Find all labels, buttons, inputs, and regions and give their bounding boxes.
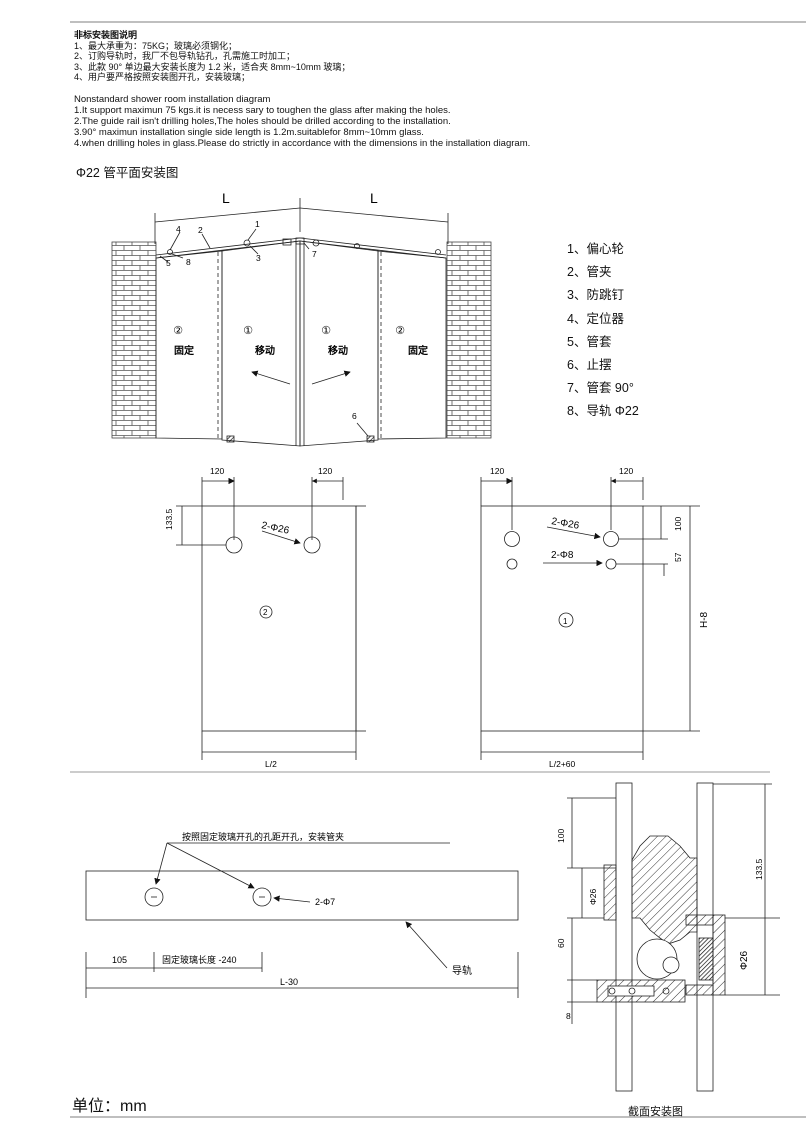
- svg-text:①: ①: [243, 325, 253, 337]
- svg-text:120: 120: [619, 466, 633, 476]
- section-labels: 100 Φ26 60 8 133.5 Φ26: [556, 829, 764, 1021]
- dim-line-right: [299, 207, 449, 223]
- notes-cn-line: 3、此款 90° 单边最大安装长度为 1.2 米，适合夹 8mm~10mm 玻璃…: [74, 61, 351, 72]
- svg-text:1: 1: [255, 219, 260, 229]
- moving-panel-labels: 120 120 100 57 2-Φ26 2-Φ8 1 H-8 L/2+60: [490, 466, 710, 769]
- svg-text:133.5: 133.5: [164, 508, 174, 530]
- svg-text:2: 2: [263, 608, 268, 617]
- right-moving-panel: [299, 240, 379, 447]
- parts-legend: 1、偏心轮 2、管夹 3、防跳钉 4、定位器 5、管套 6、止摆 7、管套 90…: [567, 238, 639, 424]
- svg-text:2-Φ8: 2-Φ8: [551, 550, 574, 561]
- svg-text:1: 1: [563, 617, 568, 626]
- plan-subtitle: Φ22 管平面安装图: [76, 166, 179, 180]
- dim-L-right: L: [370, 190, 378, 206]
- legend-item: 3、防跳钉: [567, 288, 624, 303]
- legend-item: 7、管套 90°: [567, 381, 634, 396]
- svg-text:固定: 固定: [174, 344, 194, 357]
- svg-text:7: 7: [312, 249, 317, 259]
- notes-cn-line: 1、最大承重为：75KG；玻璃必须钢化；: [74, 40, 238, 51]
- panel-labels: ② ① ① ② 固定 移动 移动 固定: [173, 325, 428, 357]
- svg-text:L/2+60: L/2+60: [549, 759, 576, 769]
- right-fixed-panel: [377, 250, 447, 440]
- section-drawing: [567, 782, 780, 1092]
- notes-cn-line: 2、订购导轨时，我厂不包导轨钻孔，孔需施工时加工；: [74, 51, 296, 61]
- svg-text:105: 105: [112, 955, 127, 965]
- top-view-labels: L L: [222, 190, 378, 206]
- notes-en: Nonstandard shower room installation dia…: [74, 94, 530, 149]
- svg-text:60: 60: [556, 938, 566, 948]
- legend-item: 5、管套: [567, 334, 612, 349]
- svg-text:133.5: 133.5: [754, 858, 764, 880]
- fixed-panel-drawing: [176, 477, 366, 760]
- svg-text:Φ26: Φ26: [588, 888, 598, 905]
- svg-text:2-Φ26: 2-Φ26: [550, 516, 580, 532]
- legend-item: 8、导轨 Φ22: [567, 404, 639, 419]
- notes-en-line: 1.It support maximun 75 kgs.it is necess…: [74, 105, 451, 116]
- svg-text:5: 5: [166, 258, 171, 268]
- svg-text:固定玻璃长度 -240: 固定玻璃长度 -240: [162, 954, 237, 965]
- rail-drawing: [85, 842, 519, 998]
- svg-text:6: 6: [352, 411, 357, 421]
- svg-text:②: ②: [173, 325, 183, 337]
- svg-text:3: 3: [256, 253, 261, 263]
- svg-text:100: 100: [556, 829, 566, 843]
- svg-text:L-30: L-30: [280, 977, 298, 987]
- notes-en-title: Nonstandard shower room installation dia…: [74, 94, 271, 105]
- svg-text:导轨: 导轨: [452, 964, 472, 977]
- svg-text:移动: 移动: [328, 344, 348, 357]
- notes-cn-title: 非标安装图说明: [74, 30, 138, 40]
- rail-labels: 按照固定玻璃开孔的孔距开孔，安装管夹 2-Φ7 105 固定玻璃长度 -240 …: [112, 831, 472, 987]
- svg-text:②: ②: [395, 325, 405, 337]
- svg-text:2-Φ7: 2-Φ7: [315, 897, 335, 907]
- svg-text:按照固定玻璃开孔的孔距开孔，安装管夹: 按照固定玻璃开孔的孔距开孔，安装管夹: [182, 831, 344, 842]
- legend-item: 2、管夹: [567, 265, 612, 280]
- svg-text:2: 2: [198, 225, 203, 235]
- legend-item: 4、定位器: [567, 311, 624, 326]
- svg-text:8: 8: [186, 257, 191, 267]
- fixed-panel-labels: 120 120 133.5 2-Φ26 2 L/2: [164, 466, 332, 769]
- notes-cn: 非标安装图说明 1、最大承重为：75KG；玻璃必须钢化； 2、订购导轨时，我厂不…: [74, 30, 350, 83]
- svg-text:①: ①: [321, 325, 331, 337]
- legend-item: 6、止摆: [567, 358, 612, 373]
- svg-text:固定: 固定: [408, 344, 428, 357]
- svg-text:120: 120: [490, 466, 504, 476]
- notes-cn-line: 4、用户要严格按照安装图开孔，安装玻璃；: [74, 72, 251, 82]
- unit-label: 单位：mm: [72, 1098, 147, 1115]
- dim-line-left: [154, 207, 301, 223]
- svg-text:120: 120: [210, 466, 224, 476]
- svg-text:2-Φ26: 2-Φ26: [260, 520, 290, 537]
- svg-text:移动: 移动: [255, 344, 275, 357]
- notes-en-line: 4.when drilling holes in glass.Please do…: [74, 138, 531, 149]
- svg-text:4: 4: [176, 224, 181, 234]
- svg-text:57: 57: [673, 552, 683, 562]
- left-brick-wall: [111, 241, 157, 439]
- notes-en-line: 3.90° maximun installation single side l…: [74, 127, 424, 138]
- right-brick-wall: [446, 241, 492, 439]
- svg-text:120: 120: [318, 466, 332, 476]
- notes-en-line: 2.The guide rail isn't drilling holes,Th…: [74, 116, 451, 127]
- top-view: [111, 198, 492, 447]
- section-title: 截面安装图: [628, 1106, 683, 1118]
- callout-numbers: 1 2 3 4 5 6 7 8: [166, 219, 357, 421]
- svg-text:8: 8: [566, 1011, 571, 1021]
- svg-text:Φ26: Φ26: [739, 950, 750, 970]
- svg-text:H-8: H-8: [699, 611, 710, 628]
- dim-L-left: L: [222, 190, 230, 206]
- moving-panel-drawing: [480, 477, 700, 760]
- svg-text:L/2: L/2: [265, 759, 277, 769]
- left-fixed-panel: [155, 250, 223, 440]
- legend-item: 1、偏心轮: [567, 242, 624, 256]
- svg-text:100: 100: [673, 517, 683, 531]
- left-moving-panel: [221, 240, 301, 447]
